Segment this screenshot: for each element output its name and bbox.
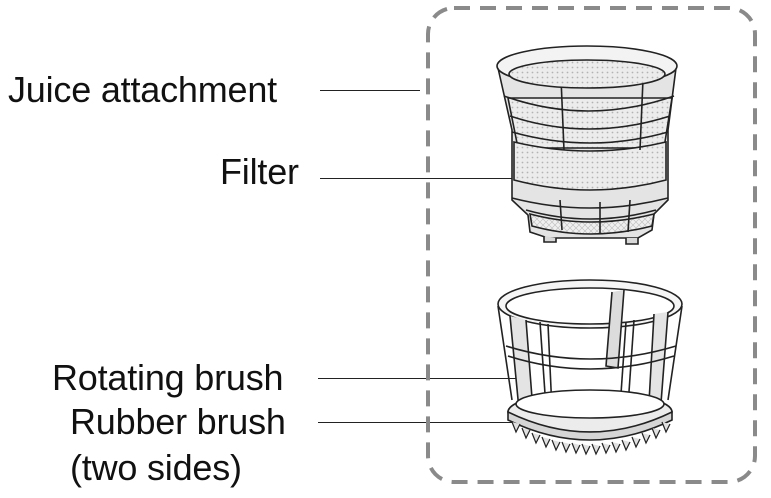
leader-filter [320,178,530,179]
label-juice-attachment: Juice attachment [8,69,277,110]
dashed-frame [426,6,757,484]
label-rubber-brush: Rubber brush [70,401,286,442]
leader-rotating-brush [318,378,516,379]
label-rotating-brush: Rotating brush [52,357,284,398]
leader-rubber-brush [318,422,516,423]
rubber-brush-teeth [511,421,671,456]
rotating-brush-drawing [497,279,683,441]
juice-attachment-drawing [496,45,678,245]
label-filter: Filter [220,151,299,192]
label-rubber-brush-note: (two sides) [70,447,242,488]
leader-juice-attachment [320,90,420,91]
